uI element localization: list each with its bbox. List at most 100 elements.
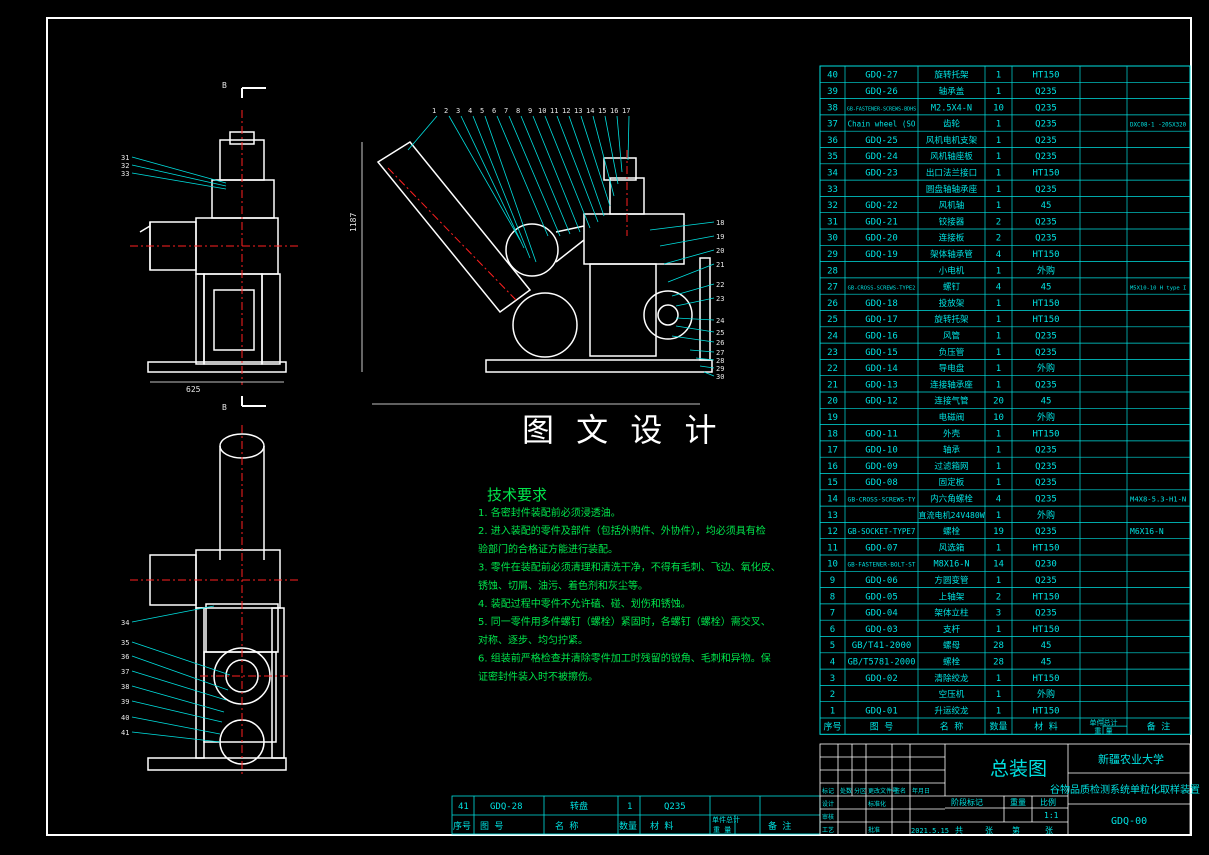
svg-text:5: 5 xyxy=(480,107,484,115)
bom-cell-note: M5X10-10 H type I xyxy=(1130,286,1186,292)
svg-text:25: 25 xyxy=(716,329,724,337)
bom-cell-material: 外购 xyxy=(1037,411,1055,423)
svg-text:28: 28 xyxy=(716,357,724,365)
bom-cell-name: 电磁阀 xyxy=(939,411,965,423)
bom-cell-no: 11 xyxy=(827,543,838,553)
bom-cell-material: HT150 xyxy=(1032,250,1059,260)
bom-cell-no: 12 xyxy=(827,527,838,537)
svg-text:2: 2 xyxy=(444,107,448,115)
side-view-leaders xyxy=(131,156,227,190)
bom-cell-qty: 1 xyxy=(996,266,1001,276)
bom-cell-material: Q235 xyxy=(1035,234,1057,244)
bom-cell-no: 35 xyxy=(827,152,838,162)
bom-cell-code: GDQ-23 xyxy=(865,169,898,179)
bom-cell-name: 过滤箱网 xyxy=(934,460,968,472)
front-view-centerlines xyxy=(387,150,628,301)
bom-cell-qty: 10 xyxy=(993,103,1004,113)
bom-cell-qty: 28 xyxy=(993,658,1004,668)
bom-cell-material: Q235 xyxy=(1035,527,1057,537)
bom-cell-no: 16 xyxy=(827,462,838,472)
sheet-total-b: 张 xyxy=(985,826,993,835)
title-block-label: 年月日 xyxy=(912,787,930,795)
bom-cell-material: Q235 xyxy=(1035,217,1057,227)
stage-mark-label: 阶段标记 xyxy=(951,797,983,807)
bom-cell-no: 20 xyxy=(827,397,838,407)
title-block-small-labels: 标记处数分区更改文件号签名年月日设计标准化审核工艺批准 xyxy=(822,787,930,834)
bom-cell-name: 升运绞龙 xyxy=(934,704,969,716)
bom-cell-material: HT150 xyxy=(1032,706,1059,716)
bom-cell-code: GDQ-07 xyxy=(865,543,898,553)
bom-cell-no: 13 xyxy=(827,511,838,521)
bom-cell-material: Q235 xyxy=(1035,185,1057,195)
bom-cell-material: Q235 xyxy=(1035,120,1057,130)
bom-cell-no: 33 xyxy=(827,185,838,195)
bom-cell-name: M8X16-N xyxy=(933,560,969,570)
bom-cell-no: 5 xyxy=(830,641,835,651)
bom-cell-name: 风机轴 xyxy=(939,199,965,211)
bom-cell-material: 外购 xyxy=(1037,362,1055,374)
bom-cell-no: 6 xyxy=(830,625,835,635)
title-block xyxy=(819,743,1191,836)
svg-text:14: 14 xyxy=(586,107,594,115)
bom-cell-qty: 1 xyxy=(996,332,1001,342)
front-view-balloons: 1 2 3 4 5 6 7 8 9 10 11 12 13 14 15 16 1… xyxy=(432,107,630,115)
bom-cell-material: 45 xyxy=(1041,397,1052,407)
section-label-bottom: B xyxy=(222,403,227,412)
bom-cell-qty: 1 xyxy=(996,201,1001,211)
bom-cell-qty: 2 xyxy=(996,234,1001,244)
bom-cell-qty: 1 xyxy=(996,511,1001,521)
bom-cell-qty: 19 xyxy=(993,527,1004,537)
bom-cell-no: 8 xyxy=(830,592,835,602)
balloon-40: 40 xyxy=(121,714,129,722)
bom-cell-no: 3 xyxy=(830,674,835,684)
sheet-total-a: 共 xyxy=(955,826,963,835)
bom-cell-no: 29 xyxy=(827,250,838,260)
lower-bom-h-note: 备 注 xyxy=(768,820,791,832)
bom-cell-qty: 4 xyxy=(996,495,1001,505)
title-block-label: 设计 xyxy=(822,800,834,808)
bom-cell-name: 风机轴座板 xyxy=(930,150,973,162)
bom-cell-code: GB-CROSS-SCREWS-TY xyxy=(848,497,916,504)
svg-text:29: 29 xyxy=(716,365,724,373)
bom-cell-no: 14 xyxy=(827,495,838,505)
width-dimension: 625 xyxy=(186,385,201,394)
bom-cell-code: GDQ-27 xyxy=(865,71,898,81)
bom-cell-material: HT150 xyxy=(1032,299,1059,309)
bom-cell-qty: 1 xyxy=(996,690,1001,700)
lower-bom-material: Q235 xyxy=(664,802,686,812)
balloon-38: 38 xyxy=(121,683,129,691)
tech-requirement-line: 锈蚀、切屑、油污、着色剂和灰尘等。 xyxy=(478,579,648,592)
height-dimension: 1187 xyxy=(349,213,358,232)
bom-cell-material: HT150 xyxy=(1032,674,1059,684)
svg-text:23: 23 xyxy=(716,295,724,303)
bom-cell-material: Q235 xyxy=(1035,495,1057,505)
lower-bom-name: 转盘 xyxy=(570,800,588,812)
bom-cell-name: 固定板 xyxy=(939,476,965,488)
title-block-label: 签名 xyxy=(894,787,906,795)
lower-bom-h-code: 图 号 xyxy=(480,821,503,832)
bom-cell-qty: 1 xyxy=(996,462,1001,472)
bom-cell-name: 螺钉 xyxy=(943,282,961,293)
bom-cell-code: GB/T5781-2000 xyxy=(848,658,916,668)
bom-cell-name: 风选箱 xyxy=(939,541,965,553)
lower-bom-h-weight-bottom: 重 量 xyxy=(713,826,731,834)
bom-cell-material: Q235 xyxy=(1035,609,1057,619)
bom-frame xyxy=(819,65,1191,735)
section-view-centerlines xyxy=(130,425,300,775)
bom-cell-material: Q235 xyxy=(1035,87,1057,97)
bom-cell-material: Q235 xyxy=(1035,103,1057,113)
tech-requirement-line: 4. 装配过程中零件不允许磕、碰、划伤和锈蚀。 xyxy=(478,597,691,610)
svg-text:20: 20 xyxy=(716,247,724,255)
svg-text:8: 8 xyxy=(516,107,520,115)
title-block-label: 工艺 xyxy=(822,826,834,834)
balloon-36: 36 xyxy=(121,653,129,661)
front-view-leaders xyxy=(407,115,630,263)
svg-text:27: 27 xyxy=(716,349,724,357)
tech-requirement-line: 对称、逐步、均匀拧紧。 xyxy=(478,633,588,646)
bom-cell-name: 螺栓 xyxy=(943,656,961,668)
bom-cell-code: GDQ-24 xyxy=(865,152,898,162)
bom-cell-material: Q235 xyxy=(1035,462,1057,472)
sheet-no-d: 张 xyxy=(1045,826,1053,835)
bom-cell-code: Chain wheel (SO xyxy=(848,120,916,129)
